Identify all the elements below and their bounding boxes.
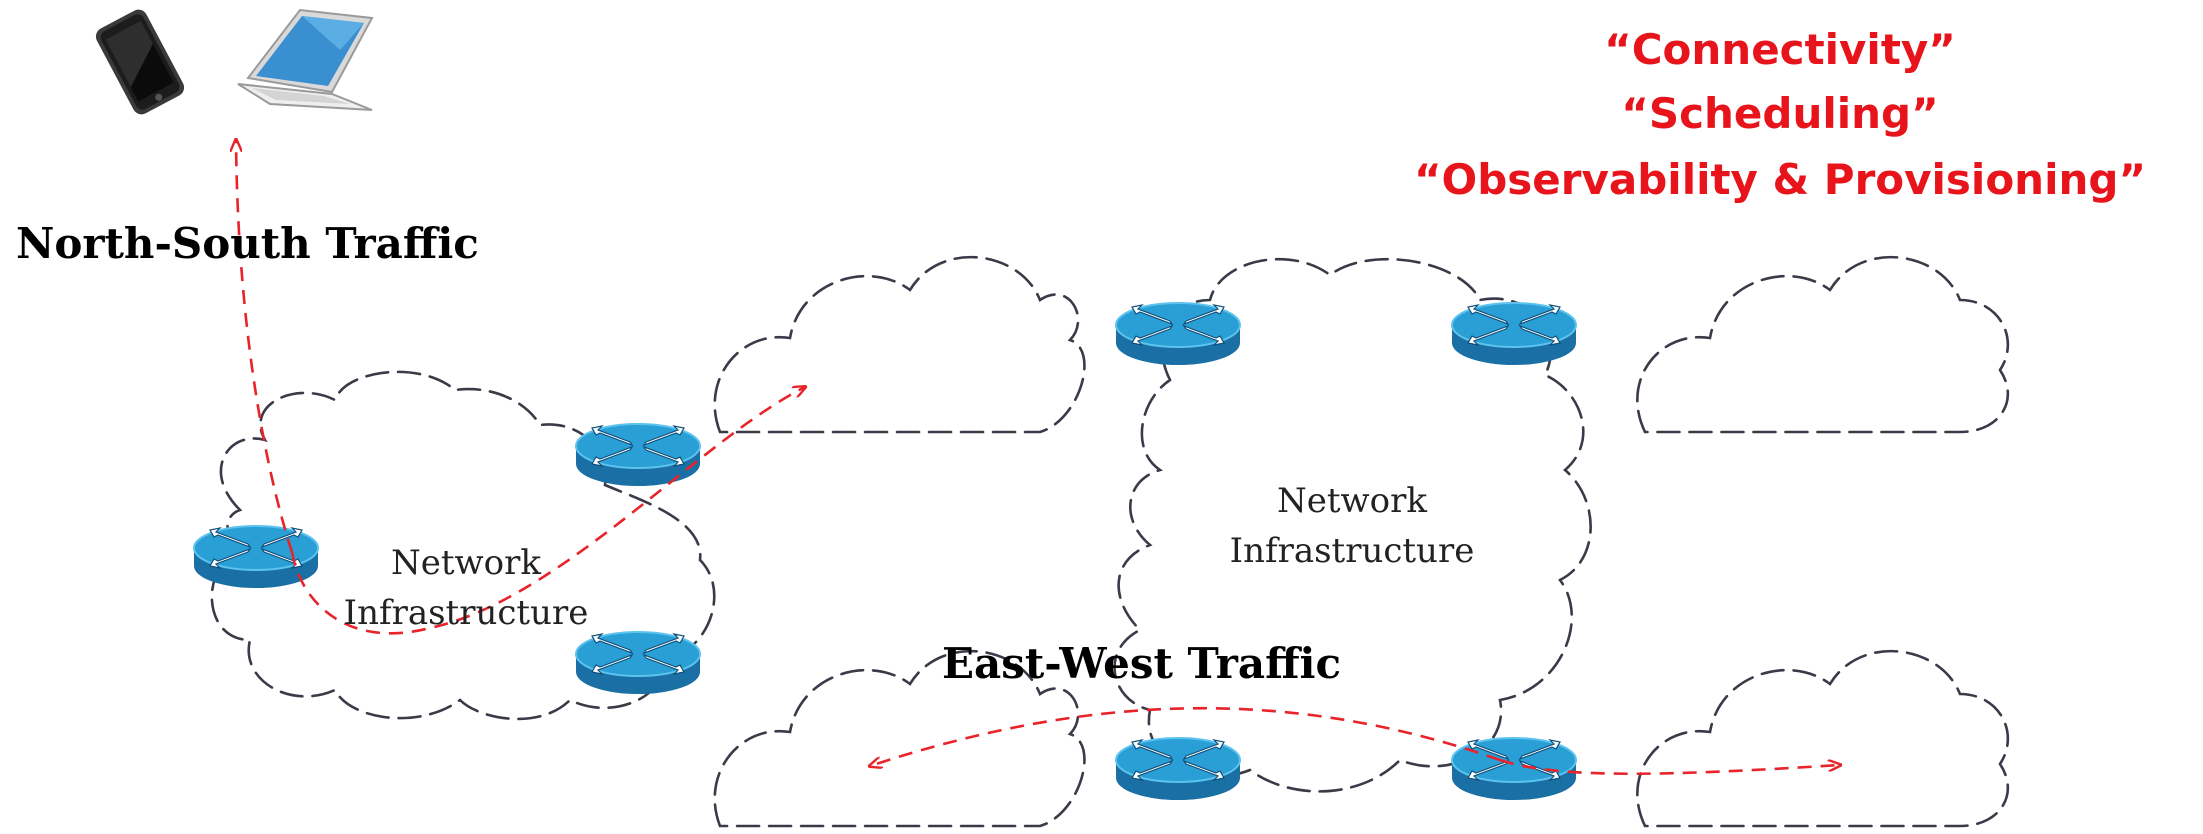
north-south-traffic-label: North-South Traffic [16, 219, 479, 268]
router-icon [575, 631, 701, 695]
east-west-traffic-arrow [870, 706, 1501, 766]
network-infrastructure-center-line2: Infrastructure [1230, 531, 1475, 571]
cloud-bottom-right [1636, 649, 2010, 828]
cloud-center [1113, 257, 1592, 793]
smartphone-icon [95, 9, 185, 115]
keyword-scheduling: “Scheduling” [1621, 89, 1938, 138]
north-south-traffic-path [290, 387, 805, 635]
keyword-connectivity: “Connectivity” [1604, 25, 1956, 74]
router-icon [1115, 737, 1241, 801]
east-west-traffic-arrow-right [1499, 758, 1840, 776]
network-infrastructure-left-line1: Network [391, 543, 541, 583]
network-infrastructure-center-line1: Network [1277, 481, 1427, 521]
router-icon [1451, 302, 1577, 366]
router-icon [1451, 737, 1577, 801]
cloud-left [210, 370, 716, 721]
cloud-top-right [1636, 255, 2010, 434]
cloud-top-middle [713, 255, 1086, 434]
network-infrastructure-left-line2: Infrastructure [344, 593, 589, 633]
router-icon [575, 423, 701, 487]
cloud-bottom-middle [713, 649, 1086, 828]
router-icon [1115, 302, 1241, 366]
laptop-icon [237, 8, 374, 111]
east-west-traffic-label: East-West Traffic [942, 639, 1341, 688]
keyword-observability-provisioning: “Observability & Provisioning” [1414, 155, 2146, 204]
north-south-traffic-arrow [236, 140, 294, 553]
